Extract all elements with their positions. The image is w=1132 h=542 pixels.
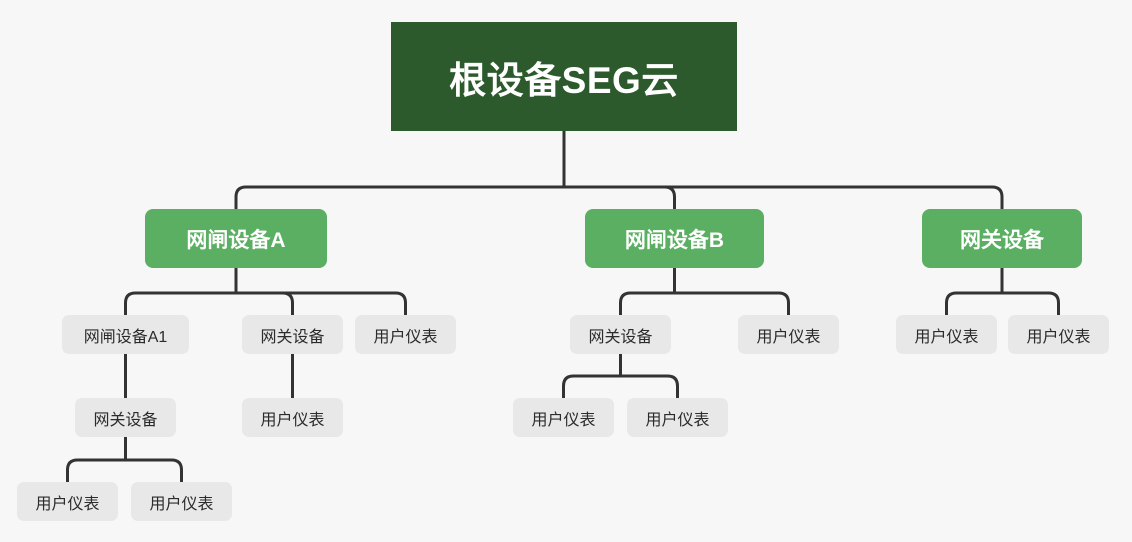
node-gateway-device-a[interactable]: 网闸设备A <box>145 209 327 268</box>
node-gateway-device-a-label: 网闸设备A <box>186 228 286 252</box>
connector-line <box>234 291 407 317</box>
connector-line <box>619 291 676 317</box>
node-b1-1[interactable]: 用户仪表 <box>513 398 614 437</box>
connector-line <box>562 185 1004 211</box>
node-a1-1-label: 网关设备 <box>93 411 158 429</box>
node-b1-2-label: 用户仪表 <box>645 411 710 429</box>
connector-line <box>234 291 294 317</box>
node-b2-label: 用户仪表 <box>756 328 821 346</box>
node-root-label: 根设备SEG云 <box>449 59 679 101</box>
node-c1-label: 用户仪表 <box>914 328 979 346</box>
node-b1-2[interactable]: 用户仪表 <box>627 398 728 437</box>
connector-line <box>562 374 622 400</box>
node-a3[interactable]: 用户仪表 <box>355 315 456 354</box>
node-a3-label: 用户仪表 <box>373 328 438 346</box>
node-a2-1-label: 用户仪表 <box>260 411 325 429</box>
node-a2-label: 网关设备 <box>260 328 325 346</box>
connector-line <box>1000 291 1060 317</box>
connector-line <box>673 291 790 317</box>
connector-line <box>124 291 238 317</box>
node-a2-1[interactable]: 用户仪表 <box>242 398 343 437</box>
connector-line <box>124 458 183 484</box>
node-gateway-equipment-c[interactable]: 网关设备 <box>922 209 1082 268</box>
node-gateway-equipment-c-label: 网关设备 <box>960 228 1044 252</box>
connector-line <box>945 291 1004 317</box>
node-a1-1-2-label: 用户仪表 <box>149 495 214 513</box>
connector-line <box>619 374 679 400</box>
connector-line <box>66 458 127 484</box>
node-gateway-device-b-label: 网闸设备B <box>624 228 725 252</box>
connector-line <box>562 185 676 211</box>
node-b1[interactable]: 网关设备 <box>570 315 671 354</box>
node-a1[interactable]: 网闸设备A1 <box>62 315 189 354</box>
node-c2[interactable]: 用户仪表 <box>1008 315 1109 354</box>
node-c2-label: 用户仪表 <box>1026 328 1091 346</box>
node-a1-1-2[interactable]: 用户仪表 <box>131 482 232 521</box>
node-b2[interactable]: 用户仪表 <box>738 315 839 354</box>
node-a1-1-1-label: 用户仪表 <box>35 495 100 513</box>
node-a1-1[interactable]: 网关设备 <box>75 398 176 437</box>
node-a2[interactable]: 网关设备 <box>242 315 343 354</box>
node-a1-label: 网闸设备A1 <box>83 328 168 346</box>
node-gateway-device-b[interactable]: 网闸设备B <box>585 209 764 268</box>
node-a1-1-1[interactable]: 用户仪表 <box>17 482 118 521</box>
node-c1[interactable]: 用户仪表 <box>896 315 997 354</box>
connector-line <box>234 185 566 211</box>
node-b1-1-label: 用户仪表 <box>531 411 596 429</box>
node-root-seg-cloud[interactable]: 根设备SEG云 <box>391 22 737 131</box>
node-b1-label: 网关设备 <box>588 328 653 346</box>
